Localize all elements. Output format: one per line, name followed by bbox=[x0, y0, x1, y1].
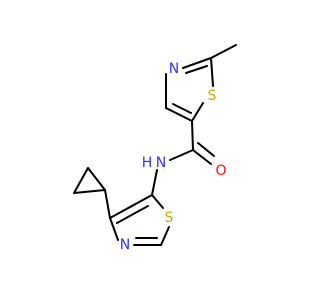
atom-label-s-bottom: S bbox=[165, 210, 174, 226]
bond-c5-s1 bbox=[191, 102, 204, 122]
bond-n3prime-c4prime bbox=[109, 217, 119, 241]
amide-linker bbox=[151, 120, 215, 196]
bottom-thiazole-ring bbox=[109, 194, 170, 246]
molecule-diagram: N S O N H S N bbox=[0, 0, 300, 300]
canvas-background bbox=[0, 0, 300, 300]
bond-c5prime-s bbox=[151, 194, 164, 209]
bond-c4prime-c5prime bbox=[109, 194, 153, 219]
bond-cyclopropyl-a bbox=[87, 167, 106, 191]
atom-label-n-top: N bbox=[169, 61, 179, 77]
bond-c4-c5-double bbox=[172, 103, 192, 114]
bond-c2-n3-double bbox=[185, 65, 208, 74]
atom-label-n-bottom: N bbox=[120, 237, 130, 253]
bond-c5-carbonyl bbox=[191, 120, 194, 151]
bond-cyclopropyl-c bbox=[73, 167, 89, 194]
top-thiazole-ring bbox=[165, 44, 237, 122]
bond-carbonyl-nh bbox=[169, 149, 194, 161]
atom-label-n-amide: N bbox=[156, 155, 166, 171]
bond-cyclopropyl-b bbox=[73, 189, 106, 194]
bond-c4prime-c5prime-double bbox=[116, 205, 149, 224]
bond-s1-c2 bbox=[210, 57, 214, 87]
bond-carbonyl-o bbox=[192, 149, 212, 165]
bond-s-c2prime bbox=[160, 226, 170, 246]
bond-c4prime-cyclopropyl bbox=[104, 189, 111, 219]
bond-nh-c5prime bbox=[151, 169, 158, 196]
atom-labels: N S O N H S N bbox=[120, 61, 227, 253]
cyclopropyl-group bbox=[73, 167, 111, 219]
atom-label-o-carbonyl: O bbox=[215, 163, 226, 179]
atom-label-s-top: S bbox=[208, 88, 217, 104]
atom-label-h-amide: H bbox=[142, 155, 153, 171]
bond-c4-c5 bbox=[165, 107, 193, 122]
bond-c2-n3 bbox=[182, 57, 212, 69]
bond-methyl bbox=[210, 44, 237, 59]
bond-carbonyl-o-double bbox=[197, 142, 215, 157]
